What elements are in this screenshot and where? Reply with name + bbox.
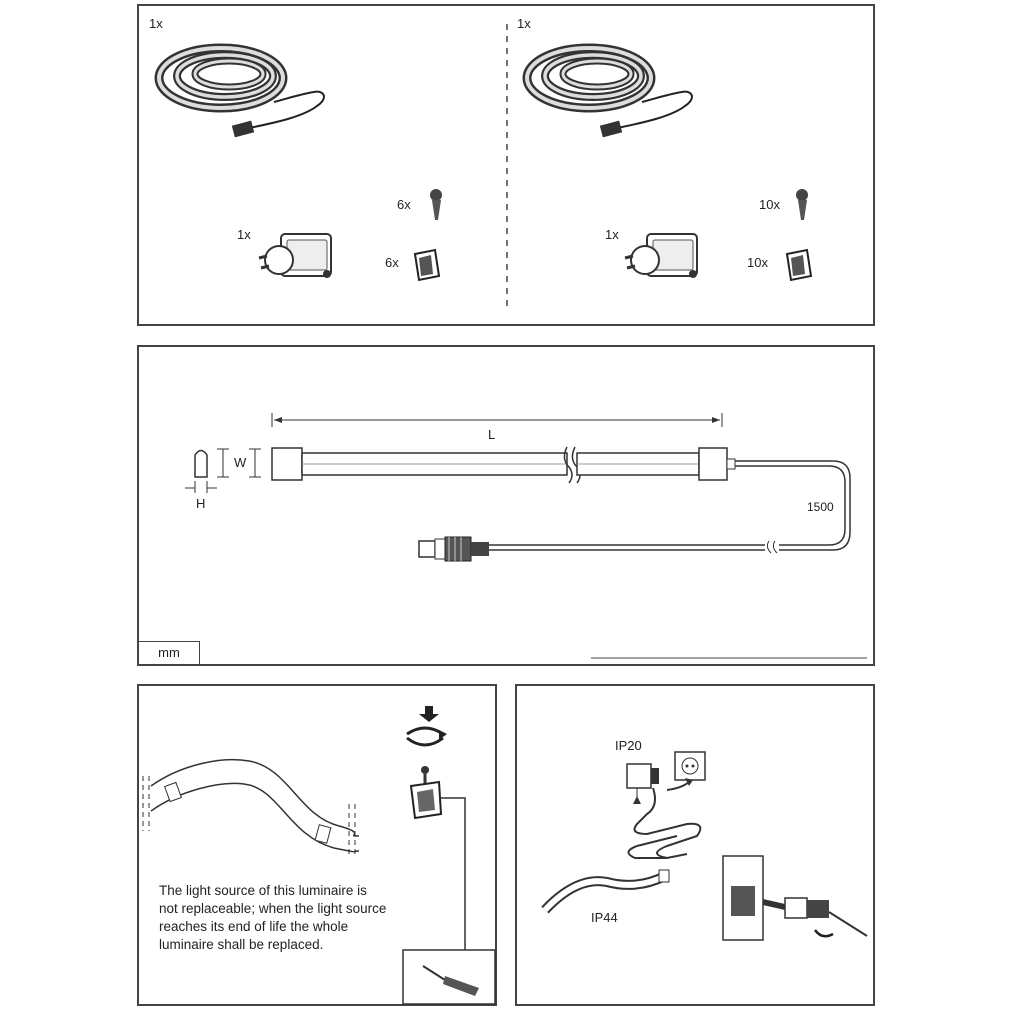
connection-drawing	[541, 751, 868, 941]
screw-quantity-2: 10x	[759, 197, 780, 212]
width-label: W	[234, 455, 247, 470]
power-adapter-icon-2	[624, 233, 698, 278]
strip-quantity-2: 1x	[517, 16, 531, 31]
contents-panel: 1x 6x 1x 6x 1x 10x 1x 10x	[137, 4, 875, 326]
coiled-cable-icon	[627, 787, 702, 860]
unit-label: mm	[139, 641, 200, 664]
adapter-quantity-2: 1x	[605, 227, 619, 242]
flexible-strip-icon	[142, 758, 360, 858]
led-strip-icon	[271, 446, 736, 484]
adapter-ip-rating: IP20	[615, 738, 642, 753]
power-adapter-icon	[258, 233, 332, 278]
screw-detail-icon	[422, 965, 479, 996]
connector-icon	[418, 536, 489, 562]
length-label: L	[488, 427, 496, 442]
height-label: H	[196, 496, 206, 511]
mounting-drawing	[142, 706, 496, 1005]
screw-quantity: 6x	[397, 197, 411, 212]
adapter-quantity: 1x	[237, 227, 251, 242]
waterproof-connector-icon	[722, 855, 868, 941]
mounting-clip-icon-2	[785, 248, 813, 282]
detail-inset	[402, 949, 496, 1005]
dimension-drawing	[185, 413, 867, 659]
mounting-panel: The light source of this luminaire is no…	[137, 684, 497, 1006]
cable-length-label: 1500	[807, 500, 834, 514]
screw-icon-2	[796, 189, 808, 220]
contents-drawings	[154, 24, 813, 306]
rotate-screw-icon	[406, 706, 447, 747]
connection-panel: IP20 IP44	[515, 684, 875, 1006]
power-cable-icon	[489, 460, 851, 554]
replacement-note: The light source of this luminaire is no…	[159, 883, 387, 952]
coiled-strip-icon	[154, 43, 325, 138]
clip-with-screw-icon	[409, 766, 466, 950]
clip-quantity-2: 10x	[747, 255, 768, 270]
strip-quantity: 1x	[149, 16, 163, 31]
strip-end-icon	[541, 869, 670, 914]
strip-ip-rating: IP44	[591, 910, 618, 925]
wall-socket-icon	[666, 751, 706, 791]
dimensions-panel: L W H 1500 mm	[137, 345, 875, 666]
strip-profile-icon	[185, 448, 229, 493]
coiled-strip-icon-2	[522, 43, 693, 138]
clip-quantity: 6x	[385, 255, 399, 270]
screw-icon	[430, 189, 442, 220]
mounting-clip-icon	[413, 248, 441, 282]
plug-adapter-icon	[626, 763, 659, 804]
